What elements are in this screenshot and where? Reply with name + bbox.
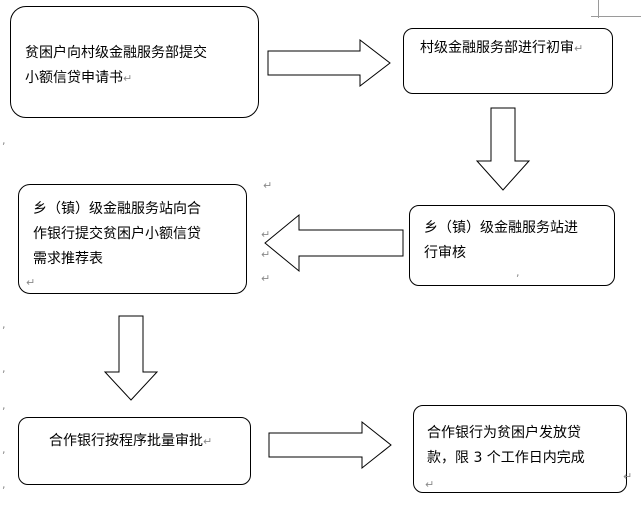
paragraph-mark: ↵	[425, 478, 435, 491]
crop-mark-horizontal	[591, 16, 641, 17]
crop-mark-vertical	[598, 0, 599, 18]
arrow-down-2	[103, 315, 159, 401]
step-2-box: 村级金融服务部进行初审↵	[403, 28, 613, 94]
paragraph-mark: ↵	[123, 72, 133, 85]
paragraph-mark: ↵	[263, 179, 273, 192]
step-1-text: 贫困户向村级金融服务部提交 小额信贷申请书	[25, 45, 207, 86]
step-6-box: 合作银行为贫困户发放贷 款，限 3 个工作日内完成	[413, 405, 627, 493]
step-3-box: 乡（镇）级金融服务站进 行审核	[409, 205, 615, 286]
step-4-text: 乡（镇）级金融服务站向合 作银行提交贫困户小额信贷 需求推荐表	[33, 201, 201, 267]
paragraph-mark: ↵	[203, 435, 213, 448]
step-5-box: 合作银行按程序批量审批↵	[18, 417, 251, 485]
paragraph-mark: ↵	[261, 228, 271, 241]
arrow-right-2	[268, 420, 392, 470]
margin-mark: ,	[2, 134, 6, 147]
margin-mark: ,	[2, 362, 6, 375]
margin-mark: ,	[2, 443, 6, 456]
margin-mark: ,	[2, 399, 6, 412]
step-4-box: 乡（镇）级金融服务站向合 作银行提交贫困户小额信贷 需求推荐表	[18, 184, 247, 294]
paragraph-mark: ↵	[261, 248, 271, 261]
step-6-text: 合作银行为贫困户发放贷 款，限 3 个工作日内完成	[427, 425, 585, 466]
margin-mark: ,	[2, 318, 6, 331]
arrow-down-1	[475, 107, 531, 191]
arrow-right-1	[267, 38, 391, 88]
step-5-text: 合作银行按程序批量审批	[49, 433, 203, 449]
paragraph-mark: ↵	[261, 272, 271, 285]
margin-mark: ,	[516, 266, 520, 279]
paragraph-mark: ↵	[623, 470, 633, 483]
paragraph-mark: ↵	[574, 42, 584, 55]
arrow-left-1	[264, 213, 404, 273]
margin-mark: ,	[2, 478, 6, 491]
step-2-text: 村级金融服务部进行初审	[420, 40, 574, 56]
step-1-box: 贫困户向村级金融服务部提交 小额信贷申请书↵	[10, 6, 259, 118]
paragraph-mark: ↵	[26, 276, 36, 289]
step-3-text: 乡（镇）级金融服务站进 行审核	[424, 220, 578, 261]
